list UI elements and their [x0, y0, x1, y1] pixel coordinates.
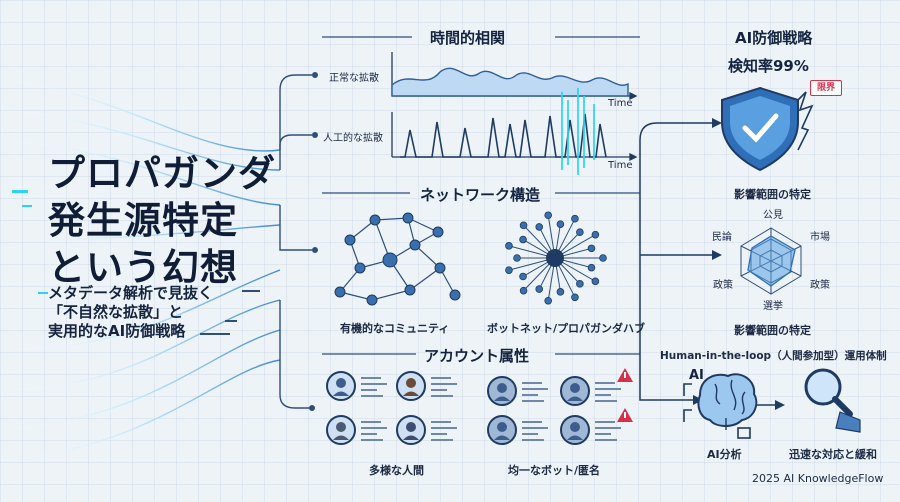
influence-title: 影響範囲の特定 — [734, 188, 811, 201]
account-avatar — [487, 376, 548, 406]
botnet-node — [519, 272, 527, 281]
radar-label-top: 公見 — [763, 210, 783, 221]
account-avatar — [396, 371, 457, 401]
subtitle-line-2: 「不自然な拡散」と — [48, 303, 184, 321]
botnet-node — [556, 288, 565, 296]
botnet-node — [535, 285, 544, 293]
diverse-humans-label: 多様な人間 — [369, 464, 424, 477]
limit-badge: 限界 — [810, 80, 842, 96]
botnet-node — [571, 293, 579, 302]
network-section-heading: ネットワーク構造 — [420, 186, 541, 204]
botnet-node — [544, 296, 552, 305]
main-title: プロパガンダ 発生源特定 という幻想 — [48, 150, 276, 291]
account-avatar — [560, 415, 621, 445]
normal-wave — [391, 67, 629, 97]
organic-community-label: 有機的なコミュニティ — [340, 322, 450, 335]
ai-analysis-label: AI分析 — [707, 448, 742, 461]
botnet-node — [513, 254, 521, 262]
botnet-node — [576, 280, 584, 288]
time-axis-label-2: Time — [608, 160, 633, 171]
botnet-node — [591, 230, 600, 239]
account-avatar — [326, 371, 387, 401]
botnet-node — [571, 214, 579, 223]
botnet-node — [587, 263, 596, 272]
botnet-node — [556, 220, 565, 228]
subtitle: メタデータ解析で見抜く 「不自然な拡散」と 実用的なAI防御戦略 — [48, 284, 213, 341]
ai-label: AI — [689, 368, 704, 383]
botnet-label: ボットネット/プロパガンダハブ — [487, 322, 646, 335]
subtitle-line-1: メタデータ解析で見抜く — [48, 284, 214, 302]
title-line-3: という幻想 — [48, 246, 238, 289]
botnet-node — [519, 221, 528, 230]
botnet-node — [591, 277, 600, 286]
account-avatar — [326, 415, 387, 445]
hitl-title: Human-in-the-loop（人間参加型）運用体制 — [660, 350, 887, 362]
botnet-node — [519, 286, 528, 295]
subtitle-line-3: 実用的なAI防御戦略 — [48, 322, 186, 340]
defense-heading: AI防御戦略 — [735, 29, 813, 47]
title-line-2: 発生源特定 — [48, 199, 238, 242]
mitigation-label: 迅速な対応と緩和 — [789, 448, 877, 461]
radar-label-bottom: 選挙 — [763, 301, 783, 312]
botnet-node — [576, 228, 584, 236]
uniform-bots-label: 均一なボット/匿名 — [508, 464, 601, 477]
radar-label-upper-right: 市場 — [810, 232, 830, 243]
radar-label-lower-right: 政策 — [810, 280, 830, 291]
title-line-1: プロパガンダ — [48, 152, 276, 195]
botnet-node — [519, 235, 527, 244]
time-section-heading: 時間的相関 — [430, 29, 506, 47]
botnet-node — [544, 211, 552, 220]
account-section-heading: アカウント属性 — [424, 347, 530, 365]
radar-label-lower-left: 政策 — [713, 280, 733, 291]
botnet-node — [599, 254, 607, 262]
botnet-node — [587, 244, 596, 253]
botnet-node — [535, 223, 544, 231]
footer-credit: 2025 AI KnowledgeFlow — [752, 472, 884, 485]
time-axis-label-1: Time — [608, 98, 633, 109]
account-avatar — [487, 415, 548, 445]
detection-rate: 検知率99% — [728, 57, 809, 75]
influence-caption: 影響範囲の特定 — [734, 324, 811, 337]
artificial-spread-label: 人工的な拡散 — [323, 133, 383, 144]
account-avatar — [560, 376, 621, 406]
botnet-node — [505, 266, 513, 274]
account-avatar — [396, 415, 457, 445]
normal-spread-label: 正常な拡散 — [329, 73, 379, 84]
radar-label-upper-left: 民論 — [712, 232, 732, 243]
botnet-node — [505, 242, 513, 250]
